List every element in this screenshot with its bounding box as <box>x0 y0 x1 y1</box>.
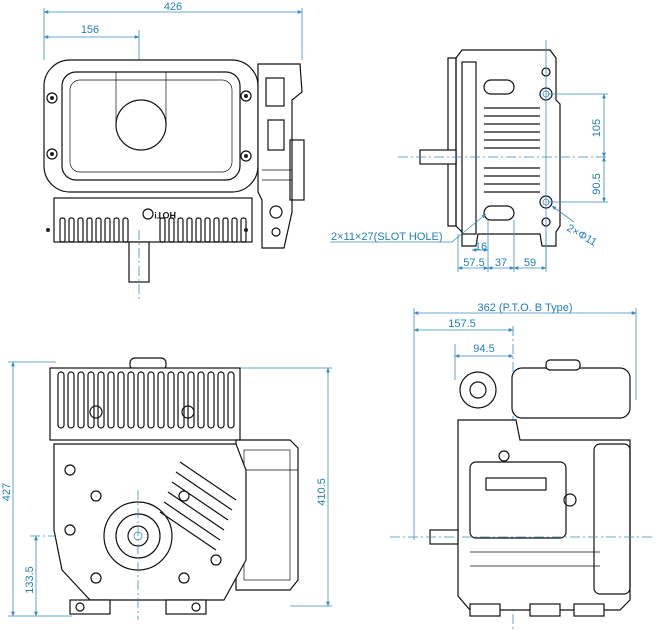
air-cleaner <box>235 439 299 591</box>
front-view: 427 133.5 410.5 <box>1 357 332 620</box>
pto-engine-body <box>457 419 631 611</box>
hot-warning-icon <box>142 208 154 220</box>
muffler-fins <box>59 217 247 243</box>
dim-37-label: 37 <box>495 257 507 269</box>
slot-hole-upper <box>483 79 515 95</box>
slot-hole-lower <box>483 205 515 221</box>
dim-156-label: 156 <box>81 24 99 36</box>
dim-16-label: 16 <box>475 241 487 253</box>
recoil-starter <box>459 371 497 409</box>
side-fins <box>484 107 540 193</box>
dim-133-5-label: 133.5 <box>24 566 36 594</box>
dim-426-label: 426 <box>164 1 182 13</box>
dim-105-label: 105 <box>591 119 603 137</box>
muffler-cover <box>53 197 253 243</box>
hot-label: HOT! <box>154 210 176 220</box>
slot-hole-label: 2×11×27(SLOT HOLE) <box>331 231 443 243</box>
side-view: 105 90.5 2×Φ11 2×11×27(SLOT HOLE) 16 57.… <box>330 40 608 272</box>
dim-427-label: 427 <box>1 483 13 501</box>
pto-fuel-tank <box>511 367 631 419</box>
dim-57-5-label: 57.5 <box>463 257 484 269</box>
dim-362-label: 362 (P.T.O. B Type) <box>478 302 573 314</box>
crankcase <box>53 443 247 601</box>
dim-410-5-label: 410.5 <box>316 478 328 506</box>
dim-90-5-label: 90.5 <box>591 173 603 194</box>
dim-59-label: 59 <box>524 257 536 269</box>
pto-side-view: 362 (P.T.O. B Type) 157.5 94.5 <box>390 302 652 630</box>
hole-dia-label: 2×Φ11 <box>565 222 599 249</box>
front-muffler-fins <box>57 371 235 429</box>
dim-94-5-label: 94.5 <box>473 343 494 355</box>
cylinder-fins <box>159 461 237 551</box>
top-view: 426 156 <box>43 1 305 300</box>
dim-157-5-label: 157.5 <box>448 318 476 330</box>
